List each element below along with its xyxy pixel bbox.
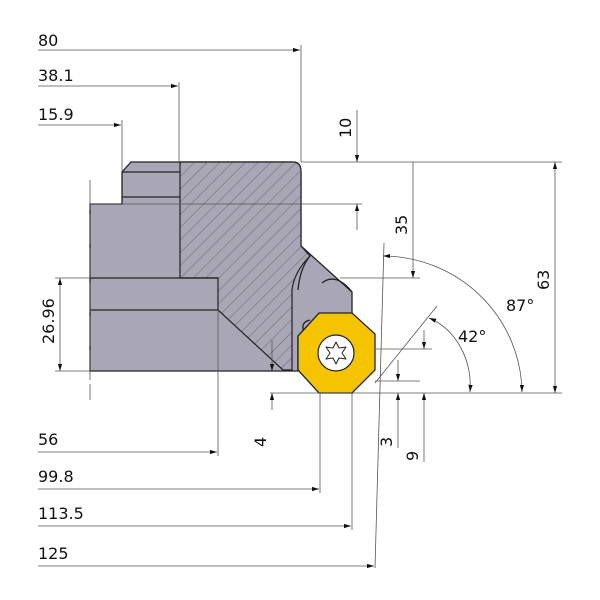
dim-80: 80	[38, 31, 58, 50]
dim-26-96: 26.96	[39, 298, 58, 344]
torx-screw-icon	[325, 341, 347, 365]
dim-35: 35	[392, 215, 411, 235]
dim-113-5: 113.5	[38, 504, 84, 523]
dim-10: 10	[336, 118, 355, 138]
dim-38-1: 38.1	[38, 66, 74, 85]
dim-15-9: 15.9	[38, 105, 74, 124]
dim-4: 4	[251, 437, 270, 447]
dim-63: 63	[534, 270, 553, 290]
dim-125: 125	[38, 544, 69, 563]
dimension-lines	[38, 47, 558, 569]
angle-42: 42°	[458, 327, 486, 346]
dim-3: 3	[377, 437, 396, 447]
angle-87: 87°	[506, 296, 534, 315]
cutter-body	[89, 161, 353, 372]
dim-9: 9	[403, 451, 422, 461]
dim-56: 56	[38, 430, 58, 449]
insert	[297, 312, 376, 394]
dim-99-8: 99.8	[38, 467, 74, 486]
